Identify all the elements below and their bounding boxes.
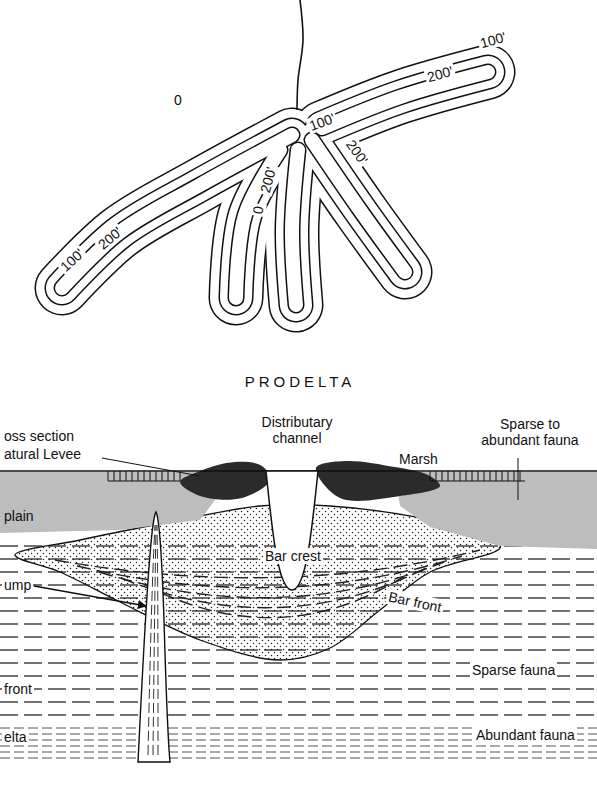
contour-label: 200' bbox=[423, 62, 456, 85]
marsh-hatch bbox=[514, 471, 515, 481]
mud-lump-bedding bbox=[153, 525, 156, 755]
contour-line bbox=[322, 72, 488, 128]
marsh-hatch bbox=[502, 471, 503, 481]
marsh-hatch bbox=[442, 471, 443, 481]
contour-line bbox=[292, 150, 298, 305]
marsh-hatch bbox=[168, 471, 169, 481]
marsh-hatch bbox=[490, 471, 491, 481]
clay-bedding bbox=[0, 714, 597, 715]
natural-levee bbox=[180, 462, 270, 500]
marsh-hatch bbox=[156, 471, 157, 481]
section-label: Sparse to abundant fauna bbox=[472, 416, 588, 448]
section-label: Bar crest bbox=[263, 548, 323, 564]
section-label: elta bbox=[2, 729, 29, 745]
marsh-hatch bbox=[430, 471, 431, 481]
contour-line bbox=[62, 135, 292, 288]
section-label: Marsh bbox=[397, 451, 440, 467]
contour-line bbox=[292, 150, 298, 305]
contour-label: 0 bbox=[172, 92, 184, 108]
contour-line bbox=[236, 150, 280, 298]
section-label: front bbox=[2, 681, 34, 697]
contour-label: 100' bbox=[305, 109, 339, 134]
contour-label: 100' bbox=[55, 244, 88, 276]
mud-lump-bedding bbox=[157, 525, 158, 755]
contour-line bbox=[236, 150, 280, 298]
contour-line bbox=[322, 72, 488, 128]
section-label: Bar front bbox=[385, 588, 445, 616]
contour-label: 0 bbox=[249, 203, 267, 217]
section-label: oss section bbox=[2, 428, 76, 444]
contour-line bbox=[292, 150, 298, 305]
marsh-hatch bbox=[144, 471, 145, 481]
contour-line bbox=[236, 150, 280, 298]
clay-bedding bbox=[0, 688, 597, 689]
river-channel bbox=[297, 0, 303, 110]
section-label: plain bbox=[2, 508, 36, 524]
contour-label: 200' bbox=[256, 163, 279, 196]
section-label: atural Levee bbox=[2, 446, 83, 462]
marsh-hatch bbox=[454, 471, 455, 481]
marsh-hatch bbox=[174, 471, 175, 481]
contour-line bbox=[322, 72, 488, 128]
prodelta-bedding bbox=[0, 746, 597, 747]
marsh-hatch bbox=[472, 471, 473, 481]
contour-line bbox=[62, 135, 292, 288]
contour-line bbox=[292, 150, 298, 305]
marsh-hatch bbox=[448, 471, 449, 481]
marsh-hatch bbox=[484, 471, 485, 481]
leader-line bbox=[518, 458, 519, 500]
mud-lump bbox=[138, 512, 170, 762]
isopach-map bbox=[62, 0, 488, 305]
contour-line bbox=[322, 72, 488, 128]
marsh-hatch bbox=[466, 471, 467, 481]
contour-line bbox=[62, 135, 292, 288]
contour-line bbox=[62, 135, 292, 288]
marsh-hatch bbox=[126, 471, 127, 481]
section-label: ump bbox=[2, 577, 33, 593]
leader-arrow bbox=[34, 586, 146, 606]
leader-line bbox=[102, 458, 200, 476]
mud-lump-bedding bbox=[148, 525, 155, 755]
contour-label: 100' bbox=[476, 28, 509, 51]
marsh-hatch bbox=[508, 471, 509, 481]
contour-label: 200' bbox=[93, 222, 126, 254]
clay-bedding bbox=[0, 701, 597, 702]
section-label: Distributary channel bbox=[247, 414, 347, 446]
marsh-hatch bbox=[138, 471, 139, 481]
section-label: Sparse fauna bbox=[470, 662, 557, 678]
marsh-hatch bbox=[108, 471, 109, 481]
marsh-hatch bbox=[132, 471, 133, 481]
contour-line bbox=[322, 72, 488, 128]
marsh-hatch bbox=[150, 471, 151, 481]
contour-line bbox=[322, 72, 488, 128]
marsh-hatch bbox=[162, 471, 163, 481]
bar-bedding bbox=[121, 568, 426, 608]
marsh-hatch bbox=[478, 471, 479, 481]
prodelta-bedding bbox=[0, 752, 597, 753]
distributary-channel bbox=[266, 471, 318, 590]
marsh-hatch bbox=[120, 471, 121, 481]
contour-line bbox=[292, 150, 298, 305]
marsh-hatch bbox=[114, 471, 115, 481]
marsh-hatch bbox=[520, 471, 521, 481]
delta-cross-section bbox=[0, 458, 597, 762]
map-label: PRODELTA bbox=[243, 373, 358, 390]
bar-bedding bbox=[143, 574, 408, 618]
section-label: Abundant fauna bbox=[474, 727, 577, 743]
marsh-hatch bbox=[460, 471, 461, 481]
marsh-hatch bbox=[436, 471, 437, 481]
contour-line bbox=[292, 150, 298, 305]
prodelta-bedding bbox=[0, 758, 597, 759]
marsh-hatch bbox=[496, 471, 497, 481]
contour-label: 200' bbox=[342, 135, 372, 169]
